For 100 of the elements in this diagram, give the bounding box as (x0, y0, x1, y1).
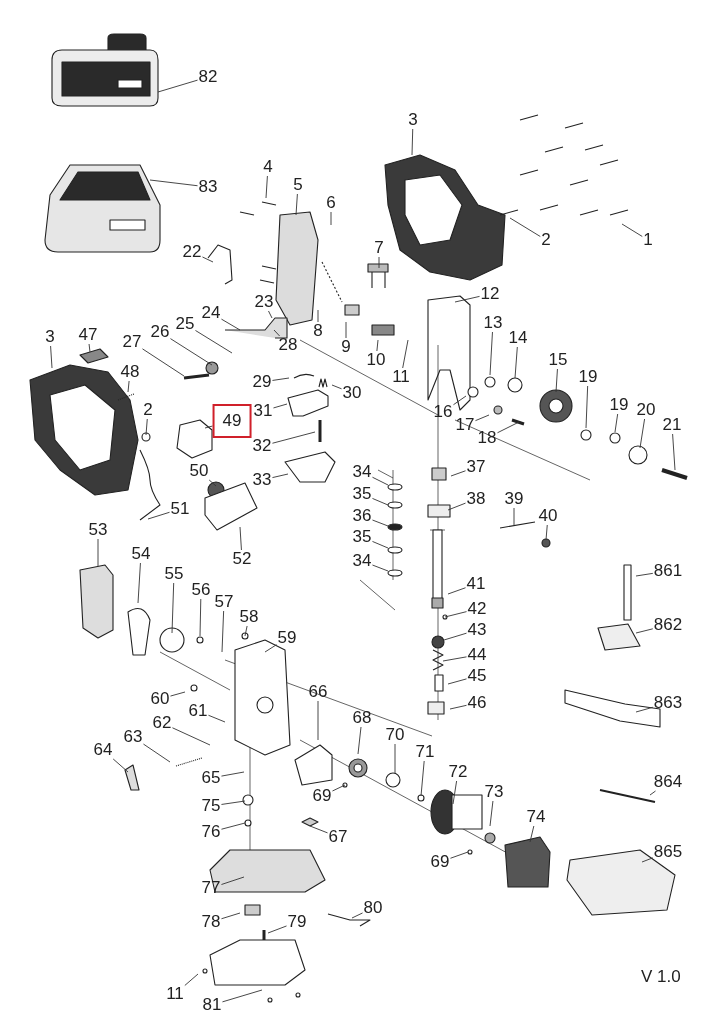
leader-line (170, 691, 186, 697)
leader-line (447, 502, 466, 511)
leader-line (475, 414, 490, 422)
leader-line (221, 318, 241, 331)
leader-line (221, 771, 245, 777)
callout-number: 82 (197, 68, 219, 86)
leader-line (147, 511, 170, 520)
leader-line (444, 611, 467, 618)
callout-number: 70 (384, 726, 406, 744)
callout-number: 42 (466, 600, 488, 618)
leader-line (127, 380, 130, 393)
callout-number: 54 (130, 545, 152, 563)
callout-number: 30 (341, 384, 363, 402)
leader-line (208, 714, 226, 723)
callout-number: 35 (351, 485, 373, 503)
leader-line (221, 800, 246, 805)
callout-number: 24 (200, 304, 222, 322)
leader-line (309, 825, 328, 834)
leader-line (149, 179, 198, 187)
leader-line (585, 385, 589, 429)
callout-number: 66 (307, 683, 329, 701)
leader-line (372, 519, 389, 527)
callout-number: 68 (351, 709, 373, 727)
callout-number: 16 (432, 403, 454, 421)
leader-line (372, 476, 389, 486)
callout-number: 59 (276, 629, 298, 647)
callout-number: 4 (262, 158, 274, 176)
leader-line (195, 330, 233, 354)
leader-line (267, 925, 287, 934)
callout-number: 23 (253, 293, 275, 311)
callout-number: 35 (351, 528, 373, 546)
callout-number: 79 (286, 913, 308, 931)
callout-number: 36 (351, 507, 373, 525)
callout-number: 7 (373, 239, 385, 257)
callout-number: 22 (181, 243, 203, 261)
callout-number: 56 (190, 581, 212, 599)
leader-line (97, 538, 99, 567)
callout-number: 19 (608, 396, 630, 414)
callout-number: 15 (547, 351, 569, 369)
callout-number: 50 (188, 462, 210, 480)
callout-number: 72 (447, 763, 469, 781)
leader-line (514, 346, 518, 379)
leader-line (221, 876, 245, 885)
callout-number: 9 (340, 338, 352, 356)
callout-number: 3 (44, 328, 56, 346)
leader-line (641, 857, 654, 863)
leader-line (509, 217, 541, 237)
callout-number: 11 (391, 368, 411, 386)
leader-line (345, 321, 347, 339)
leader-line (317, 309, 319, 323)
callout-number: 63 (122, 728, 144, 746)
leader-line (273, 329, 281, 337)
leader-line (454, 295, 480, 303)
callout-number: 34 (351, 552, 373, 570)
leader-line (442, 656, 467, 662)
leader-line (513, 507, 515, 526)
callout-number: 57 (213, 593, 235, 611)
callout-number: 69 (429, 853, 451, 871)
leader-line (295, 193, 298, 216)
callout-number: 61 (187, 702, 209, 720)
callout-number: 8 (312, 322, 324, 340)
callout-number: 861 (652, 562, 684, 580)
callout-number: 34 (351, 463, 373, 481)
leader-line (199, 598, 202, 637)
callout-number: 13 (482, 314, 504, 332)
callout-number: 51 (169, 500, 191, 518)
callout-number: 863 (652, 694, 684, 712)
leader-line (420, 760, 425, 797)
leader-line (635, 628, 654, 634)
leader-line (614, 413, 619, 433)
callout-number: 26 (149, 323, 171, 341)
leader-line (50, 345, 53, 369)
callout-number: 37 (465, 458, 487, 476)
leader-line (394, 743, 396, 774)
leader-line (143, 743, 171, 763)
leader-line (449, 704, 467, 710)
callout-number: 40 (537, 507, 559, 525)
leader-line (351, 912, 363, 919)
leader-line (529, 825, 535, 843)
leader-line (555, 368, 558, 393)
callout-number: 78 (200, 913, 222, 931)
leader-line (268, 310, 273, 319)
leader-line (411, 128, 414, 156)
callout-number: 2 (540, 231, 552, 249)
callout-number: 2 (142, 401, 154, 419)
leader-line (378, 256, 380, 269)
leader-line (265, 175, 268, 199)
callout-number: 74 (525, 808, 547, 826)
leader-line (272, 431, 316, 444)
leader-line (88, 343, 91, 353)
callout-number: 3 (407, 111, 419, 129)
callout-number: 33 (251, 471, 273, 489)
callout-number: 52 (231, 550, 253, 568)
leader-line (208, 479, 217, 487)
callout-number: 73 (483, 783, 505, 801)
leader-line (221, 912, 241, 920)
callout-number: 71 (414, 743, 436, 761)
callout-number: 25 (174, 315, 196, 333)
leader-line (172, 727, 211, 746)
callout-number: 53 (87, 521, 109, 539)
